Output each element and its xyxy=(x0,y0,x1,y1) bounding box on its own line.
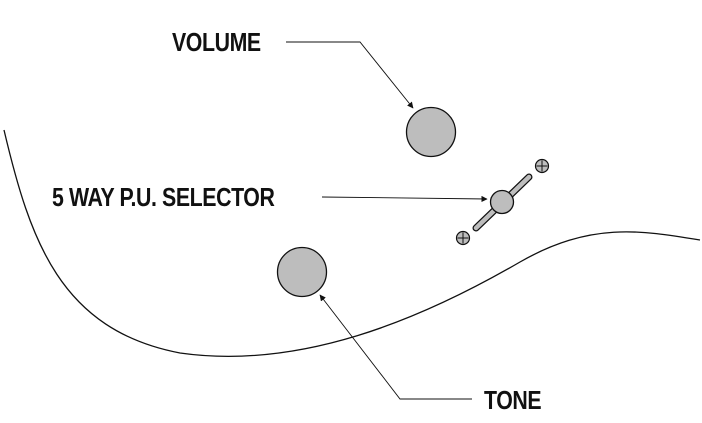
pickup-selector-switch xyxy=(472,173,533,232)
screw-lower-icon xyxy=(455,230,471,246)
volume-label: VOLUME xyxy=(172,27,261,57)
selector-leader-arrow xyxy=(321,195,488,203)
volume-leader-arrow xyxy=(286,41,414,109)
selector-label: 5 WAY P.U. SELECTOR xyxy=(52,182,275,212)
selector-knob xyxy=(489,189,515,215)
tone-leader-arrow xyxy=(319,294,472,400)
screw-upper-icon xyxy=(534,158,550,174)
body-outline-curve xyxy=(3,129,701,357)
volume-knob xyxy=(405,106,457,158)
tone-knob xyxy=(276,246,328,298)
tone-label: TONE xyxy=(484,385,542,415)
